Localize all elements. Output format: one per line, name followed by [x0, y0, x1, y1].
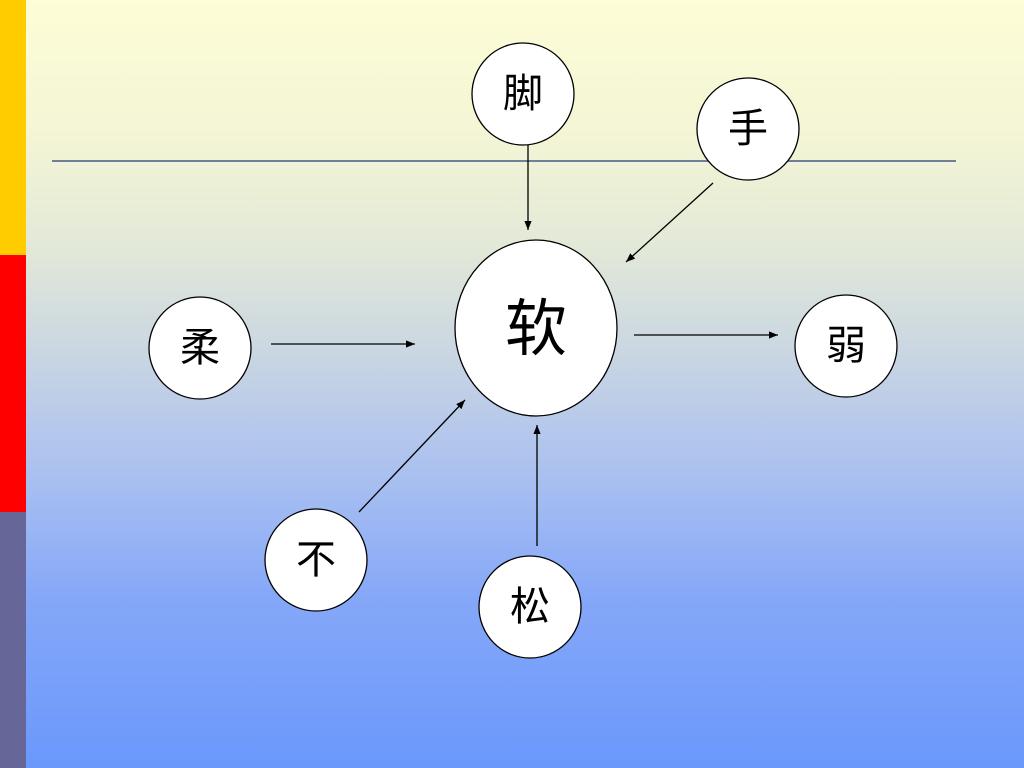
- node-song-label: 松: [510, 584, 550, 630]
- node-rou: 柔: [148, 296, 252, 400]
- node-ruo: 弱: [794, 294, 898, 398]
- center-node-label: 软: [505, 292, 567, 365]
- center-node: 软: [454, 239, 618, 417]
- sidebar-stripe-slate: [0, 512, 26, 768]
- node-jiao-label: 脚: [503, 71, 543, 117]
- arrow-shou-to-center: [625, 182, 714, 263]
- node-song: 松: [478, 555, 582, 659]
- node-shou: 手: [696, 77, 800, 181]
- sidebar-stripe-red: [0, 255, 26, 512]
- arrow-bu-to-center: [358, 399, 466, 513]
- node-jiao: 脚: [471, 42, 575, 146]
- node-ruo-label: 弱: [826, 323, 866, 369]
- node-bu: 不: [264, 508, 368, 612]
- sidebar-stripe-yellow: [0, 0, 26, 255]
- node-rou-label: 柔: [180, 325, 220, 371]
- node-shou-label: 手: [728, 106, 768, 152]
- node-bu-label: 不: [296, 537, 336, 583]
